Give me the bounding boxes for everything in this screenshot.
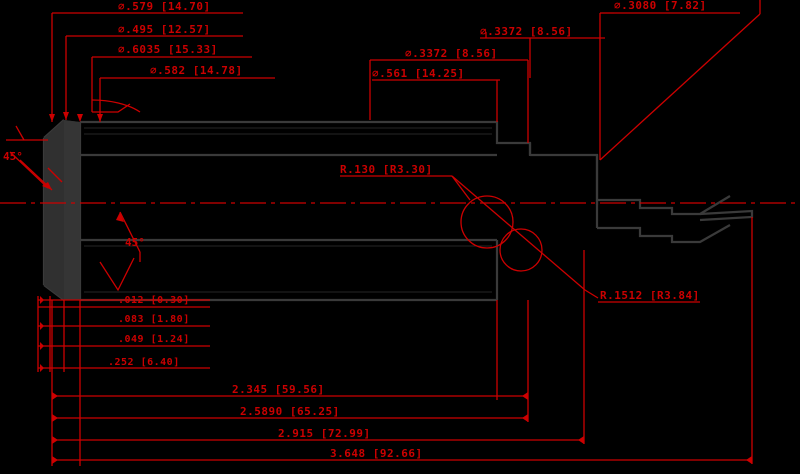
- dimension-label-v2: .083 [1.80]: [118, 314, 190, 325]
- dimension-label-v4: .252 [6.40]: [108, 357, 180, 368]
- dimension-label-h1: 2.345 [59.56]: [232, 383, 325, 396]
- dimension-label-d7: ⌀.3372 [8.56]: [405, 47, 498, 60]
- dimension-label-d2: ⌀.495 [12.57]: [118, 23, 211, 36]
- dimension-lines: [6, 0, 761, 466]
- angle-label-left: 45°: [3, 150, 23, 163]
- part-geometry: [42, 119, 754, 302]
- dimension-label-d5: ⌀.3080 [7.82]: [614, 0, 707, 12]
- dimension-label-h2: 2.5890 [65.25]: [240, 405, 340, 418]
- part-shading: [84, 127, 492, 293]
- dimension-label-d6: ⌀.3372 [8.56]: [480, 25, 573, 38]
- dimension-label-d1: ⌀.579 [14.70]: [118, 0, 211, 13]
- radius-label-r2: R.1512 [R3.84]: [600, 289, 700, 302]
- radius-label-r1: R.130 [R3.30]: [340, 163, 433, 176]
- dimension-label-d8: ⌀.561 [14.25]: [372, 67, 465, 80]
- angle-label-inner: 45°: [125, 236, 145, 249]
- dimension-label-v3: .049 [1.24]: [118, 334, 190, 345]
- dimension-label-d4: ⌀.582 [14.78]: [150, 64, 243, 77]
- dimension-label-d3: ⌀.6035 [15.33]: [118, 43, 218, 56]
- dimension-label-v1: .012 [0.30]: [118, 295, 190, 306]
- dimension-label-h3: 2.915 [72.99]: [278, 427, 371, 440]
- dimension-label-h4: 3.648 [92.66]: [330, 447, 423, 460]
